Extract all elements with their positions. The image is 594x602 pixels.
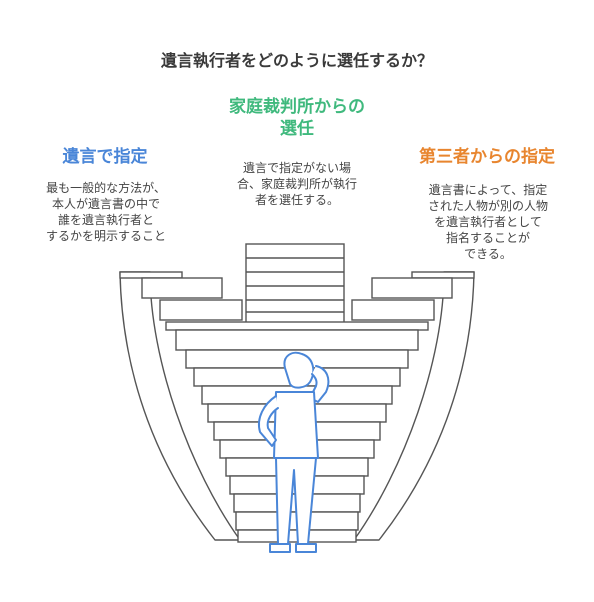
right-steps bbox=[351, 271, 475, 321]
option-left-heading: 遺言で指定 bbox=[62, 147, 148, 167]
option-center-description: 遺言で指定がない場 合、家庭裁判所が執行 者を選任する。 bbox=[236, 161, 357, 207]
option-right-heading: 第三者からの指定 bbox=[419, 147, 555, 167]
center-tower bbox=[245, 243, 345, 327]
option-left-description: 最も一般的な方法が、 本人が遺言書の中で 誰を遺言執行者と するかを明示すること bbox=[45, 181, 166, 243]
left-steps bbox=[119, 271, 243, 321]
person-figure bbox=[258, 351, 330, 553]
diagram-title: 遺言執行者をどのように選任するか？ bbox=[160, 51, 433, 70]
option-center-heading: 家庭裁判所からの 選任 bbox=[229, 97, 365, 139]
option-right-description: 遺言書によって、指定 された人物が別の人物 を遺言執行者として 指名することが … bbox=[427, 183, 548, 261]
